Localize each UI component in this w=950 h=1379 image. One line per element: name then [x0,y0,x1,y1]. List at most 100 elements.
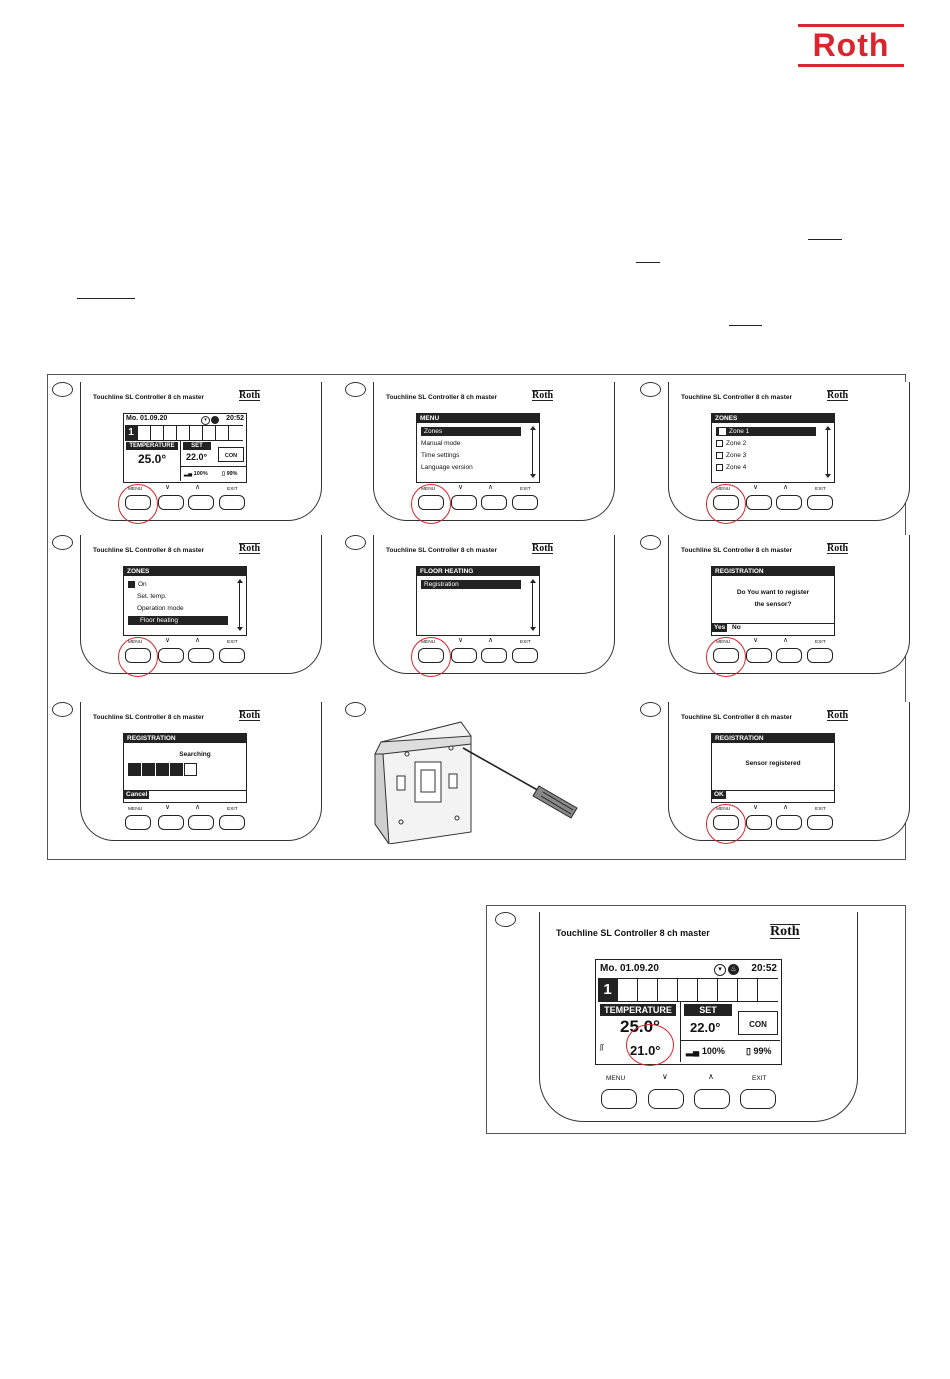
up-button[interactable] [188,815,214,830]
scrollbar[interactable] [827,427,828,477]
down-button[interactable] [158,648,184,663]
device-title: Touchline SL Controller 8 ch master [93,547,205,554]
up-button[interactable] [776,815,802,830]
menu-button[interactable] [601,1089,637,1109]
menu-item-label: Language version [421,464,473,471]
menu-button[interactable] [125,815,151,830]
down-button[interactable] [158,815,184,830]
device-title: Touchline SL Controller 8 ch master [681,547,793,554]
down-button[interactable] [648,1089,684,1109]
zone-number: 1 [598,979,618,1001]
down-button[interactable] [158,495,184,510]
room-sensor-with-screwdriver-illustration [374,721,578,844]
exit-button[interactable] [219,495,245,510]
progress-block [170,763,183,776]
step-badge [52,702,73,717]
highlight-ring [706,804,746,844]
up-button[interactable] [188,495,214,510]
up-button[interactable] [776,495,802,510]
down-button[interactable] [746,648,772,663]
menu-item[interactable]: Zone 2 [716,439,746,448]
step-badge [640,382,661,397]
battery-icon: ▯ [746,1046,751,1056]
menu-item[interactable]: Zone 3 [716,451,746,460]
screen-header: ZONES [712,414,834,423]
down-button[interactable] [451,648,477,663]
down-button-label: ∨ [165,484,171,491]
highlight-ring [706,484,746,524]
exit-button[interactable] [219,815,245,830]
temperature-label: TEMPERATURE [600,1004,676,1016]
message-line: Do You want to register [736,589,810,596]
scrollbar[interactable] [532,580,533,630]
exit-button[interactable] [512,495,538,510]
menu-item[interactable]: On [128,580,147,589]
set-value: 22.0° [690,1020,721,1035]
scrollbar[interactable] [532,427,533,477]
status-message: Searching [179,751,211,758]
checkbox[interactable] [128,580,135,588]
exit-button[interactable] [807,648,833,663]
device-title: Touchline SL Controller 8 ch master [556,928,710,938]
exit-button[interactable] [512,648,538,663]
checkbox[interactable] [716,451,723,459]
up-button[interactable] [481,648,507,663]
ok-option[interactable]: OK [712,791,726,799]
signal-value: 100% [701,1046,725,1056]
cancel-option[interactable]: Cancel [124,791,150,799]
battery-indicator: ▯ 99% [222,471,238,477]
floor-heating-icon: ∫∫ [600,1044,604,1051]
exit-button[interactable] [807,815,833,830]
up-button[interactable] [481,495,507,510]
up-button[interactable] [694,1089,730,1109]
exit-button[interactable] [219,648,245,663]
yes-option[interactable]: Yes [712,624,728,632]
menu-item[interactable]: Registration [421,580,521,589]
checkbox[interactable] [716,463,723,471]
device-logo: Roth [239,710,261,721]
text-underline [77,298,135,299]
device-logo: Roth [239,543,261,554]
menu-item[interactable]: Zones [421,427,521,436]
no-option[interactable]: No [732,624,741,631]
zone-cell [203,426,216,440]
device-title: Touchline SL Controller 8 ch master [681,714,793,721]
up-button-label: ∧ [195,804,201,811]
down-button[interactable] [451,495,477,510]
highlight-ring [411,637,451,677]
zone-cell [678,979,698,1001]
menu-item[interactable]: Language version [421,463,473,472]
step-badge [52,382,73,397]
checkbox[interactable] [716,439,723,447]
progress-block [184,763,197,776]
menu-item[interactable]: Operation mode [128,604,184,613]
device-logo: Roth [239,390,261,401]
device-title: Touchline SL Controller 8 ch master [93,714,205,721]
sensor-back-plate [374,721,472,844]
up-button[interactable] [188,648,214,663]
up-button[interactable] [776,648,802,663]
menu-item[interactable]: Manual mode [421,439,460,448]
exit-button[interactable] [740,1089,776,1109]
exit-button[interactable] [807,495,833,510]
menu-item[interactable]: Zone 4 [716,463,746,472]
menu-item[interactable]: Floor heating [128,616,228,625]
controller-large: Touchline SL Controller 8 ch master Roth… [539,912,858,1122]
zone-cell [216,426,229,440]
exit-button-label: EXIT [752,1075,767,1082]
menu-item[interactable]: Set. temp. [128,592,167,601]
down-button[interactable] [746,815,772,830]
checkbox[interactable] [719,427,726,435]
menu-item[interactable]: Zone 1 [716,427,816,436]
screen-header: MENU [417,414,539,423]
scrollbar[interactable] [239,580,240,630]
menu-item[interactable]: Time settings [421,451,459,460]
down-button[interactable] [746,495,772,510]
